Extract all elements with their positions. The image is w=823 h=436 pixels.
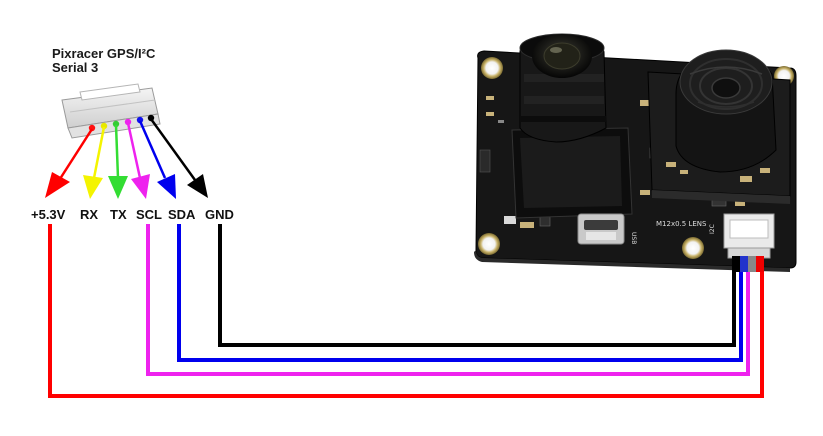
mounting-hole bbox=[481, 57, 503, 79]
i2c-connector bbox=[723, 213, 775, 272]
silkscreen-lens: M12x0.5 LENS bbox=[656, 220, 707, 228]
connector-title: Pixracer GPS/I²C Serial 3 bbox=[52, 47, 155, 75]
pin-label-tx: TX bbox=[110, 207, 127, 222]
pin-dot-rx bbox=[100, 122, 108, 130]
silkscreen-i2c: I2C bbox=[709, 224, 716, 234]
wire-power bbox=[48, 224, 764, 398]
pin-arrows bbox=[45, 118, 208, 199]
pin-label-rx: RX bbox=[80, 207, 99, 222]
wire-gnd bbox=[218, 224, 736, 347]
mounting-hole bbox=[478, 233, 500, 255]
pin-label-power: +5.3V bbox=[31, 207, 66, 222]
usb-port bbox=[577, 213, 625, 245]
silkscreen-usb: USB bbox=[630, 232, 637, 244]
connector-title-line2: Serial 3 bbox=[52, 60, 99, 75]
pin-dot-scl bbox=[124, 118, 132, 126]
connector-housing bbox=[61, 83, 161, 139]
wire-scl bbox=[146, 224, 750, 376]
flow-sensor-board: USB M12x0.5 LENS I2C bbox=[474, 33, 797, 272]
pin-label-scl: SCL bbox=[136, 207, 162, 222]
pin-dot-tx bbox=[112, 120, 120, 128]
pin-label-gnd: GND bbox=[205, 207, 234, 222]
signal-wires bbox=[48, 224, 764, 398]
pin-label-sda: SDA bbox=[168, 207, 196, 222]
mounting-hole bbox=[682, 237, 704, 259]
connector-title-line1: Pixracer GPS/I²C bbox=[52, 46, 156, 61]
ultrasonic-sensor bbox=[675, 49, 777, 173]
wire-sda bbox=[177, 224, 743, 362]
connector-pins bbox=[88, 114, 155, 132]
